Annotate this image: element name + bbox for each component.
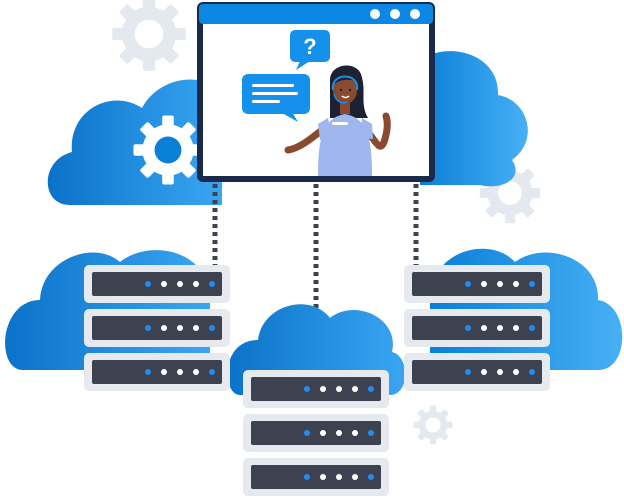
server-led: [481, 369, 487, 375]
server-led: [209, 325, 215, 331]
window-dot: [410, 9, 420, 19]
server-rack-icon: [84, 265, 230, 391]
server-unit: [243, 458, 389, 496]
server-led: [161, 281, 167, 287]
server-led: [336, 430, 342, 436]
support-agent-avatar: [284, 65, 391, 176]
server-led: [529, 325, 535, 331]
server-led: [513, 325, 519, 331]
server-led: [513, 369, 519, 375]
server-rack-icon: [404, 265, 550, 391]
server-led: [481, 325, 487, 331]
server-led: [304, 474, 310, 480]
gear-icon: [112, 0, 186, 71]
server-led: [304, 386, 310, 392]
window-dot: [390, 9, 400, 19]
server-led: [513, 281, 519, 287]
server-unit: [243, 414, 389, 452]
server-led: [320, 474, 326, 480]
chat-line: [252, 92, 298, 95]
server-led: [352, 386, 358, 392]
server-led: [145, 325, 151, 331]
server-unit: [404, 265, 550, 303]
server-unit: [404, 353, 550, 391]
chat-line: [252, 84, 294, 87]
window-dot: [370, 9, 380, 19]
server-led: [368, 386, 374, 392]
server-led: [497, 369, 503, 375]
server-led: [177, 281, 183, 287]
server-led: [177, 369, 183, 375]
server-unit: [84, 309, 230, 347]
server-led: [336, 386, 342, 392]
server-unit: [404, 309, 550, 347]
server-led: [193, 325, 199, 331]
server-led: [481, 281, 487, 287]
support-window: ?: [197, 2, 435, 182]
server-led: [209, 281, 215, 287]
server-led: [529, 281, 535, 287]
server-led: [193, 281, 199, 287]
server-led: [193, 369, 199, 375]
server-unit: [84, 353, 230, 391]
server-led: [465, 369, 471, 375]
chat-text-lines: [252, 84, 298, 103]
server-led: [497, 325, 503, 331]
server-led: [145, 369, 151, 375]
server-led: [352, 474, 358, 480]
server-led: [529, 369, 535, 375]
server-led: [304, 430, 310, 436]
server-led: [368, 430, 374, 436]
server-led: [336, 474, 342, 480]
server-led: [177, 325, 183, 331]
network-cables: [212, 184, 419, 308]
server-led: [368, 474, 374, 480]
server-unit: [243, 370, 389, 408]
server-led: [161, 369, 167, 375]
question-bubble-icon: ?: [290, 30, 330, 70]
server-led: [465, 281, 471, 287]
cloud-icon: [47, 51, 528, 205]
question-mark: ?: [303, 34, 316, 59]
window-controls: [370, 9, 420, 19]
gear-icon: [133, 115, 203, 185]
server-rack-icon: [243, 370, 389, 496]
server-led: [209, 369, 215, 375]
chat-line: [252, 100, 280, 103]
server-unit: [84, 265, 230, 303]
chat-bubble-icon: [242, 74, 310, 122]
server-led: [320, 386, 326, 392]
server-led: [352, 430, 358, 436]
server-led: [465, 325, 471, 331]
server-led: [497, 281, 503, 287]
server-led: [161, 325, 167, 331]
server-led: [320, 430, 326, 436]
gear-icon: [413, 405, 453, 445]
server-led: [145, 281, 151, 287]
